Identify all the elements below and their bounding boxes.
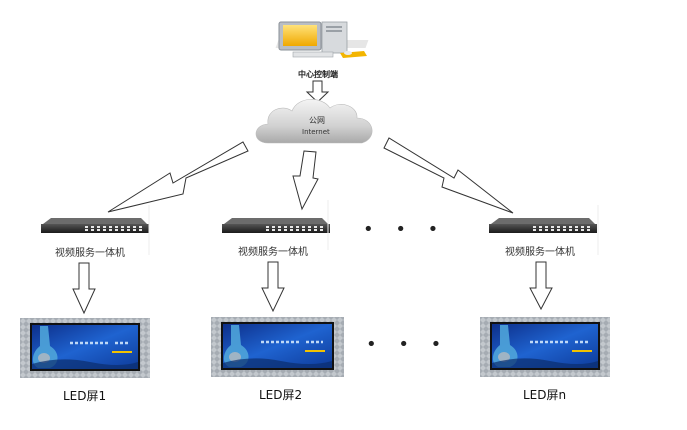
arrow-server-n-to-led-n — [529, 261, 553, 311]
cloud-icon — [255, 99, 373, 144]
ellipsis-servers: • • • — [363, 219, 447, 240]
desktop-computer-icon — [275, 21, 369, 58]
arrow-center-to-internet — [305, 80, 330, 103]
arrow-internet-to-server-2 — [292, 150, 319, 211]
arrow-internet-to-server-n — [383, 137, 514, 214]
led-screen-icon — [20, 318, 150, 378]
rack-server-icon — [222, 218, 330, 233]
arrow-server-2-to-led-2 — [261, 261, 285, 313]
arrow-internet-to-server-1 — [107, 141, 249, 213]
led-2-label: LED屏2 — [259, 388, 303, 402]
internet-label-cn: 公网 — [309, 116, 325, 125]
server-n-label: 视频服务一体机 — [505, 247, 575, 258]
center-control-label: 中心控制端 — [298, 70, 338, 79]
ellipsis-screens: • • • — [366, 334, 450, 355]
led-screen-icon — [480, 317, 610, 377]
led-screen-icon — [211, 317, 344, 377]
rack-server-icon — [489, 218, 597, 233]
rack-server-icon — [41, 218, 149, 233]
arrow-server-1-to-led-1 — [72, 262, 96, 315]
server-1-label: 视频服务一体机 — [55, 248, 125, 259]
internet-label-en: Internet — [302, 128, 330, 136]
led-n-label: LED屏n — [523, 388, 567, 402]
server-2-label: 视频服务一体机 — [238, 247, 308, 258]
led-1-label: LED屏1 — [63, 389, 107, 403]
